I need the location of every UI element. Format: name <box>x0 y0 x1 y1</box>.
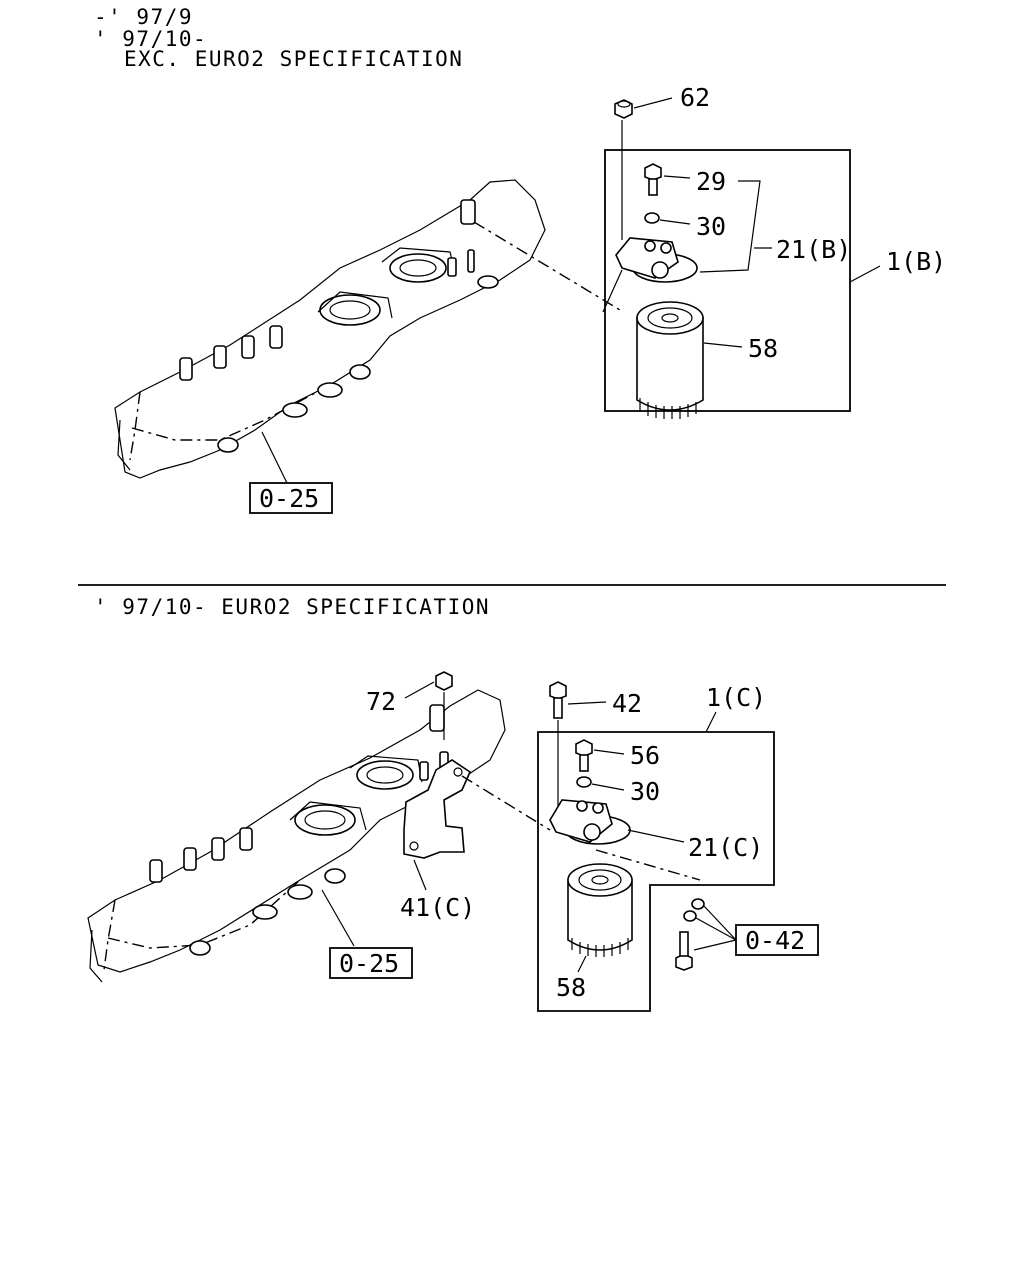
callout-62: 62 <box>680 83 710 112</box>
bracket-drawing <box>403 759 472 859</box>
filter-head-drawing <box>615 237 698 283</box>
ref-box-0-42 <box>735 924 819 956</box>
top-header-line2: ' 97/10- <box>94 27 207 51</box>
callout-30: 30 <box>696 212 726 241</box>
callout-29: 29 <box>696 167 726 196</box>
washer-drawing <box>644 212 660 224</box>
callout-72: 72 <box>366 687 396 716</box>
callout-41c: 41(C) <box>400 893 475 922</box>
washer-drawing <box>576 776 592 788</box>
bottom-header: ' 97/10- EURO2 SPECIFICATION <box>94 595 490 619</box>
callout-58-bottom: 58 <box>556 973 586 1002</box>
callout-21c: 21(C) <box>688 833 763 862</box>
top-section: -' 97/9 ' 97/10- EXC. EURO2 SPECIFICATIO… <box>94 5 946 514</box>
callout-58-top: 58 <box>748 334 778 363</box>
bolt-drawing <box>575 739 593 772</box>
bolt-drawing <box>549 681 567 719</box>
nut-drawing <box>435 671 453 691</box>
manifold-drawing <box>114 179 546 479</box>
oil-filter-drawing <box>636 301 704 419</box>
callout-1c: 1(C) <box>706 683 766 712</box>
callout-56: 56 <box>630 741 660 770</box>
bolt-drawing <box>675 898 705 971</box>
ref-label-0-42: 0-42 <box>745 926 805 955</box>
kit-box-1b <box>604 149 851 412</box>
callout-1b: 1(B) <box>886 247 946 276</box>
manifold-drawing <box>87 689 506 983</box>
callout-42: 42 <box>612 689 642 718</box>
filter-head-drawing <box>549 799 631 845</box>
nut-drawing <box>614 99 633 119</box>
bottom-section: ' 97/10- EURO2 SPECIFICATION <box>87 595 819 1012</box>
kit-box-1c <box>537 731 775 1012</box>
top-header-line3: EXC. EURO2 SPECIFICATION <box>124 47 463 71</box>
top-header-line1: -' 97/9 <box>94 5 193 29</box>
oil-filter-drawing <box>567 863 633 957</box>
ref-label-bottom-0-25: 0-25 <box>339 949 399 978</box>
callout-21b: 21(B) <box>776 235 851 264</box>
callout-30-bottom: 30 <box>630 777 660 806</box>
ref-box-top-0-25 <box>249 482 333 514</box>
ref-box-bottom-0-25 <box>329 947 413 979</box>
ref-label-top-0-25: 0-25 <box>259 484 319 513</box>
bolt-drawing <box>644 163 662 196</box>
